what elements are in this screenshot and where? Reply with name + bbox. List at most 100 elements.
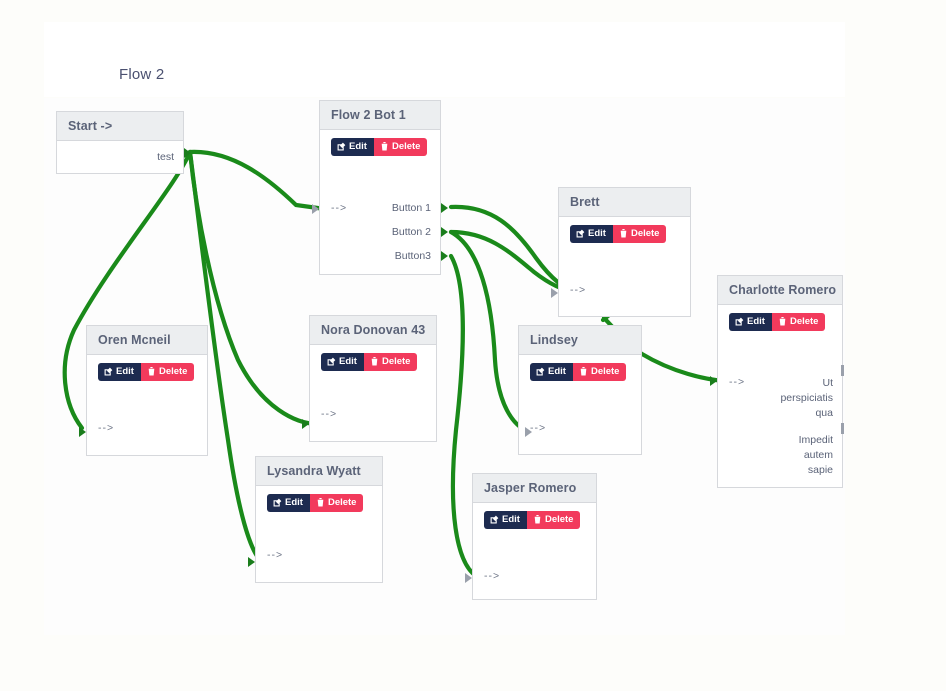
delete-button[interactable]: Delete — [363, 353, 418, 371]
node-text-line: autem — [803, 449, 833, 461]
node-title: Lindsey — [519, 326, 641, 355]
edit-label: Edit — [747, 316, 765, 327]
edit-label: Edit — [588, 228, 606, 239]
delete-button[interactable]: Delete — [771, 313, 826, 331]
delete-button[interactable]: Delete — [572, 363, 627, 381]
pencil-square-icon — [576, 229, 585, 238]
port-in[interactable]: --> — [321, 408, 338, 420]
node-body: Edit Delete --> Ut perspiciatis qua Impe… — [718, 305, 842, 485]
port-handle-flow2bot1-in-icon[interactable] — [312, 204, 319, 214]
port-out-test[interactable]: test — [157, 151, 174, 163]
edit-label: Edit — [548, 366, 566, 377]
edit-button[interactable]: Edit — [729, 313, 772, 331]
node-body: Edit Delete --> — [87, 355, 207, 453]
delete-button[interactable]: Delete — [373, 138, 428, 156]
node-actions: Edit Delete — [559, 217, 690, 243]
trash-icon — [533, 515, 542, 524]
port-out-button2[interactable]: Button 2 — [391, 226, 431, 238]
pencil-square-icon — [337, 142, 346, 151]
node-title: Nora Donovan 43 — [310, 316, 436, 345]
node-text-line: sapie — [807, 464, 833, 476]
delete-label: Delete — [630, 228, 660, 239]
delete-button[interactable]: Delete — [526, 511, 581, 529]
port-handle-oren-in-icon[interactable] — [79, 427, 86, 437]
node-jasper-romero[interactable]: Jasper Romero Edit Delete --> — [472, 473, 597, 600]
pencil-square-icon — [327, 357, 336, 366]
node-actions: Edit Delete — [718, 305, 842, 331]
delete-label: Delete — [381, 356, 411, 367]
port-handle-jasper-in-icon[interactable] — [465, 573, 472, 583]
node-start[interactable]: Start -> test — [56, 111, 184, 174]
port-in[interactable]: --> — [98, 422, 115, 434]
node-title: Lysandra Wyatt — [256, 457, 382, 486]
delete-button[interactable]: Delete — [140, 363, 195, 381]
edit-label: Edit — [339, 356, 357, 367]
page-title: Flow 2 — [119, 66, 165, 83]
node-lysandra-wyatt[interactable]: Lysandra Wyatt Edit Delete --> — [255, 456, 383, 583]
node-text-line: qua — [815, 407, 833, 419]
node-title: Jasper Romero — [473, 474, 596, 503]
trash-icon — [619, 229, 628, 238]
port-in[interactable]: --> — [570, 284, 587, 296]
delete-label: Delete — [590, 366, 620, 377]
edit-label: Edit — [285, 497, 303, 508]
node-flow2bot1[interactable]: Flow 2 Bot 1 Edit Delete --> Button 1 — [319, 100, 441, 275]
edit-label: Edit — [349, 141, 367, 152]
pencil-square-icon — [490, 515, 499, 524]
edit-label: Edit — [502, 514, 520, 525]
edit-button[interactable]: Edit — [267, 494, 310, 512]
trash-icon — [579, 367, 588, 376]
trash-icon — [778, 317, 787, 326]
node-charlotte-romero[interactable]: Charlotte Romero Edit Delete --> U — [717, 275, 843, 488]
delete-label: Delete — [391, 141, 421, 152]
edit-button[interactable]: Edit — [484, 511, 527, 529]
port-handle-button1-icon[interactable] — [441, 203, 448, 213]
port-handle-lysandra-in-icon[interactable] — [248, 557, 255, 567]
pencil-square-icon — [536, 367, 545, 376]
port-in[interactable]: --> — [267, 549, 284, 561]
port-handle-button3-icon[interactable] — [441, 251, 448, 261]
edit-button[interactable]: Edit — [570, 225, 613, 243]
node-lindsey[interactable]: Lindsey Edit Delete --> — [518, 325, 642, 455]
port-handle-start-test-icon[interactable] — [184, 148, 191, 158]
node-actions: Edit Delete — [519, 355, 641, 381]
node-text-line: Impedit — [798, 434, 833, 446]
node-title: Start -> — [57, 112, 183, 141]
port-out-button1[interactable]: Button 1 — [391, 202, 431, 214]
pencil-square-icon — [735, 317, 744, 326]
delete-label: Delete — [544, 514, 574, 525]
port-handle-charlotte-out-1-icon[interactable] — [841, 365, 844, 376]
port-handle-brett-in-icon[interactable] — [551, 288, 558, 298]
delete-button[interactable]: Delete — [612, 225, 667, 243]
edit-button[interactable]: Edit — [98, 363, 141, 381]
trash-icon — [316, 498, 325, 507]
node-body: test — [57, 141, 183, 171]
node-oren-mcneil[interactable]: Oren Mcneil Edit Delete --> — [86, 325, 208, 456]
edit-button[interactable]: Edit — [321, 353, 364, 371]
port-in[interactable]: --> — [530, 422, 547, 434]
port-handle-lindsey-in-icon[interactable] — [525, 427, 532, 437]
node-title: Brett — [559, 188, 690, 217]
node-text-block-1: Ut perspiciatis qua — [780, 376, 833, 421]
node-title: Charlotte Romero — [718, 276, 842, 305]
node-brett[interactable]: Brett Edit Delete --> — [558, 187, 691, 317]
header-panel: Flow 2 — [44, 22, 845, 97]
node-text-line: Ut — [822, 377, 834, 389]
node-nora-donovan[interactable]: Nora Donovan 43 Edit Delete --> — [309, 315, 437, 442]
delete-button[interactable]: Delete — [309, 494, 364, 512]
port-out-button3[interactable]: Button3 — [394, 250, 431, 262]
port-in[interactable]: --> — [331, 202, 348, 214]
port-handle-charlotte-in-icon[interactable] — [710, 376, 717, 386]
node-actions: Edit Delete — [256, 486, 382, 512]
port-handle-nora-in-icon[interactable] — [302, 419, 309, 429]
pencil-square-icon — [104, 367, 113, 376]
port-handle-charlotte-out-2-icon[interactable] — [841, 423, 844, 434]
edit-button[interactable]: Edit — [331, 138, 374, 156]
port-in[interactable]: --> — [729, 376, 746, 388]
port-handle-button2-icon[interactable] — [441, 227, 448, 237]
trash-icon — [370, 357, 379, 366]
node-body: Edit Delete --> — [473, 503, 596, 597]
edit-button[interactable]: Edit — [530, 363, 573, 381]
port-in[interactable]: --> — [484, 570, 501, 582]
